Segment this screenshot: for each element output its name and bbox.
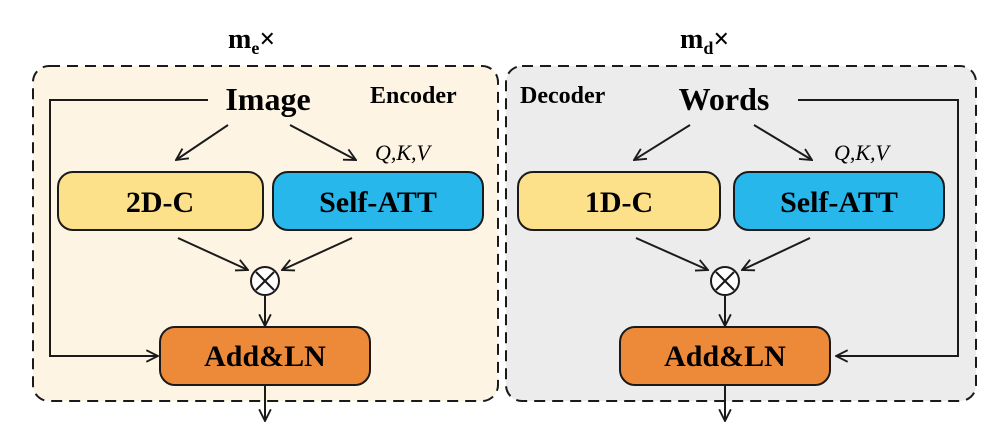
decoder-repeat-label: md× bbox=[680, 24, 729, 58]
encoder-arrow-att-to-mul bbox=[282, 237, 353, 270]
encoder-input-image: Image bbox=[225, 81, 310, 117]
encoder-qkv-label: Q,K,V bbox=[375, 140, 433, 165]
decoder-qkv-label: Q,K,V bbox=[834, 140, 892, 165]
decoder-arrow-att-to-mul bbox=[742, 237, 811, 270]
encoder-arrow-to-conv bbox=[176, 124, 229, 160]
decoder-att-block: Self-ATT bbox=[733, 171, 945, 231]
encoder-addln-label: Add&LN bbox=[204, 340, 326, 373]
encoder-arrow-to-att bbox=[289, 124, 356, 160]
encoder-arrow-conv-to-mul bbox=[177, 237, 248, 270]
encoder-att-label: Self-ATT bbox=[319, 186, 437, 219]
decoder-input-words: Words bbox=[679, 81, 770, 117]
decoder-addln-block: Add&LN bbox=[619, 326, 831, 386]
decoder-container bbox=[505, 65, 977, 402]
encoder-conv-label: 2D-C bbox=[126, 186, 194, 219]
decoder-multiply-node bbox=[710, 266, 740, 296]
encoder-conv-block: 2D-C bbox=[57, 171, 264, 231]
decoder-arrow-to-conv bbox=[634, 124, 691, 160]
decoder-addln-label: Add&LN bbox=[664, 340, 786, 373]
encoder-repeat-label: me× bbox=[228, 24, 275, 58]
encoder-container bbox=[32, 65, 499, 402]
encoder-addln-block: Add&LN bbox=[159, 326, 371, 386]
decoder-conv-block: 1D-C bbox=[517, 171, 721, 231]
encoder-multiply-node bbox=[250, 266, 280, 296]
decoder-att-label: Self-ATT bbox=[780, 186, 898, 219]
encoder-label: Encoder bbox=[370, 83, 457, 109]
decoder-conv-label: 1D-C bbox=[585, 186, 653, 219]
encoder-residual-connector bbox=[49, 99, 208, 356]
encoder-att-block: Self-ATT bbox=[272, 171, 484, 231]
decoder-label: Decoder bbox=[520, 83, 606, 109]
decoder-residual-connector bbox=[798, 99, 959, 356]
decoder-arrow-conv-to-mul bbox=[635, 237, 708, 270]
encoder-panel: me× Encoder Image Q,K,V 2D-C Self-ATT bbox=[32, 24, 499, 421]
decoder-arrow-to-att bbox=[753, 124, 812, 160]
decoder-panel: md× Decoder Words Q,K,V 1D-C Self-ATT Ad… bbox=[505, 24, 977, 421]
